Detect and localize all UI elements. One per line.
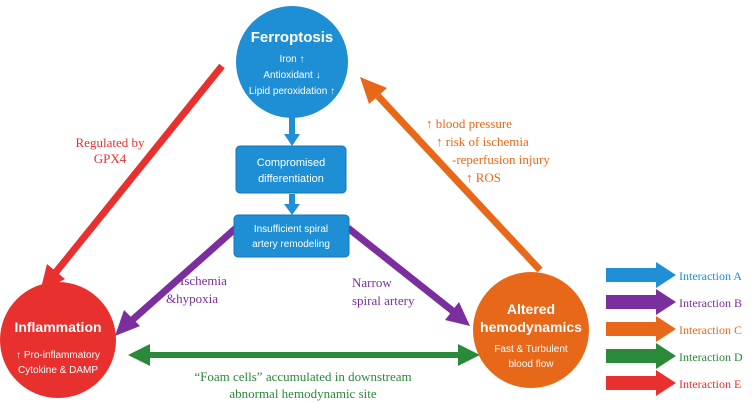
legend-arrow-c <box>606 316 676 342</box>
label-foam-cells: “Foam cells” accumulated in downstream a… <box>194 369 411 401</box>
hemodynamics-line-2: blood flow <box>508 359 554 370</box>
legend-arrow-b <box>606 289 676 315</box>
ferroptosis-title: Ferroptosis <box>251 29 334 46</box>
insufficient-line-1: Insufficient spiral <box>254 224 328 235</box>
arrow-ferroptosis-to-inflammation <box>40 63 225 292</box>
legend-item-b: Interaction B <box>606 289 742 315</box>
compromised-line-2: differentiation <box>258 173 324 185</box>
legend-label-a: Interaction A <box>679 269 742 283</box>
ferroptosis-line-antioxidant: Antioxidant ↓ <box>263 70 320 81</box>
legend-arrow-a <box>606 262 676 288</box>
hemodynamics-title-2: hemodynamics <box>480 319 582 335</box>
legend: Interaction A Interaction B Interaction … <box>606 262 743 396</box>
legend-arrow-e <box>606 370 676 396</box>
arrow-compromised-to-insufficient <box>284 194 300 215</box>
label-gpx4: Regulated by GPX4 <box>76 135 145 166</box>
label-narrow: Narrow <box>352 275 392 290</box>
label-hypoxia: &hypoxia <box>166 291 218 306</box>
legend-label-d: Interaction D <box>679 350 743 364</box>
label-risk-ischemia: ↑ risk of ischemia <box>436 134 529 149</box>
inflammation-title: Inflammation <box>14 319 101 335</box>
arrow-inflammation-hemodynamics-double <box>128 344 480 366</box>
insufficient-line-2: artery remodeling <box>252 239 330 250</box>
legend-item-d: Interaction D <box>606 343 743 369</box>
ferroptosis-line-lipid: Lipid peroxidation ↑ <box>249 86 335 97</box>
insufficient-remodeling-box: Insufficient spiral artery remodeling <box>233 214 350 258</box>
compromised-line-1: Compromised <box>257 157 325 169</box>
label-ischemia-hypoxia: Ischemia &hypoxia <box>166 273 227 306</box>
ferroptosis-node: Ferroptosis Iron ↑ Antioxidant ↓ Lipid p… <box>236 6 348 118</box>
legend-item-a: Interaction A <box>606 262 742 288</box>
label-blood-pressure: ↑ blood pressure <box>426 116 512 131</box>
compromised-differentiation-box: Compromised differentiation <box>235 145 347 194</box>
hemodynamics-title-1: Altered <box>507 301 555 317</box>
arrow-insufficient-to-hemodynamics <box>345 225 470 326</box>
arrow-ferroptosis-to-compromised <box>284 116 300 146</box>
inflammation-node: Inflammation ↑ Pro-inflammatory Cytokine… <box>0 282 116 398</box>
label-ros: ↑ ROS <box>466 170 501 185</box>
label-reperfusion-injury: -reperfusion injury <box>452 152 550 167</box>
arrow-insufficient-to-inflammation <box>115 225 239 336</box>
label-ischemia-reperfusion: ↑ blood pressure ↑ risk of ischemia -rep… <box>426 116 550 185</box>
legend-item-c: Interaction C <box>606 316 742 342</box>
arrow-hemodynamics-to-ferroptosis <box>360 77 543 273</box>
hemodynamics-node: Altered hemodynamics Fast & Turbulent bl… <box>473 272 589 388</box>
ferroptosis-line-iron: Iron ↑ <box>279 54 304 65</box>
label-spiral-artery: spiral artery <box>352 293 415 308</box>
inflammation-line-1: ↑ Pro-inflammatory <box>16 350 100 361</box>
legend-label-b: Interaction B <box>679 296 742 310</box>
label-foam-line-1: “Foam cells” accumulated in downstream <box>194 369 411 384</box>
legend-label-e: Interaction E <box>679 377 741 391</box>
legend-item-e: Interaction E <box>606 370 741 396</box>
label-foam-line-2: abnormal hemodynamic site <box>229 386 377 401</box>
label-gpx4-line-1: Regulated by <box>76 135 145 150</box>
label-narrow-artery: Narrow spiral artery <box>352 275 415 308</box>
legend-label-c: Interaction C <box>679 323 742 337</box>
inflammation-line-2: Cytokine & DAMP <box>18 365 98 376</box>
legend-arrow-d <box>606 343 676 369</box>
hemodynamics-line-1: Fast & Turbulent <box>494 344 568 355</box>
label-gpx4-line-2: GPX4 <box>94 151 127 166</box>
label-ischemia: Ischemia <box>180 273 227 288</box>
